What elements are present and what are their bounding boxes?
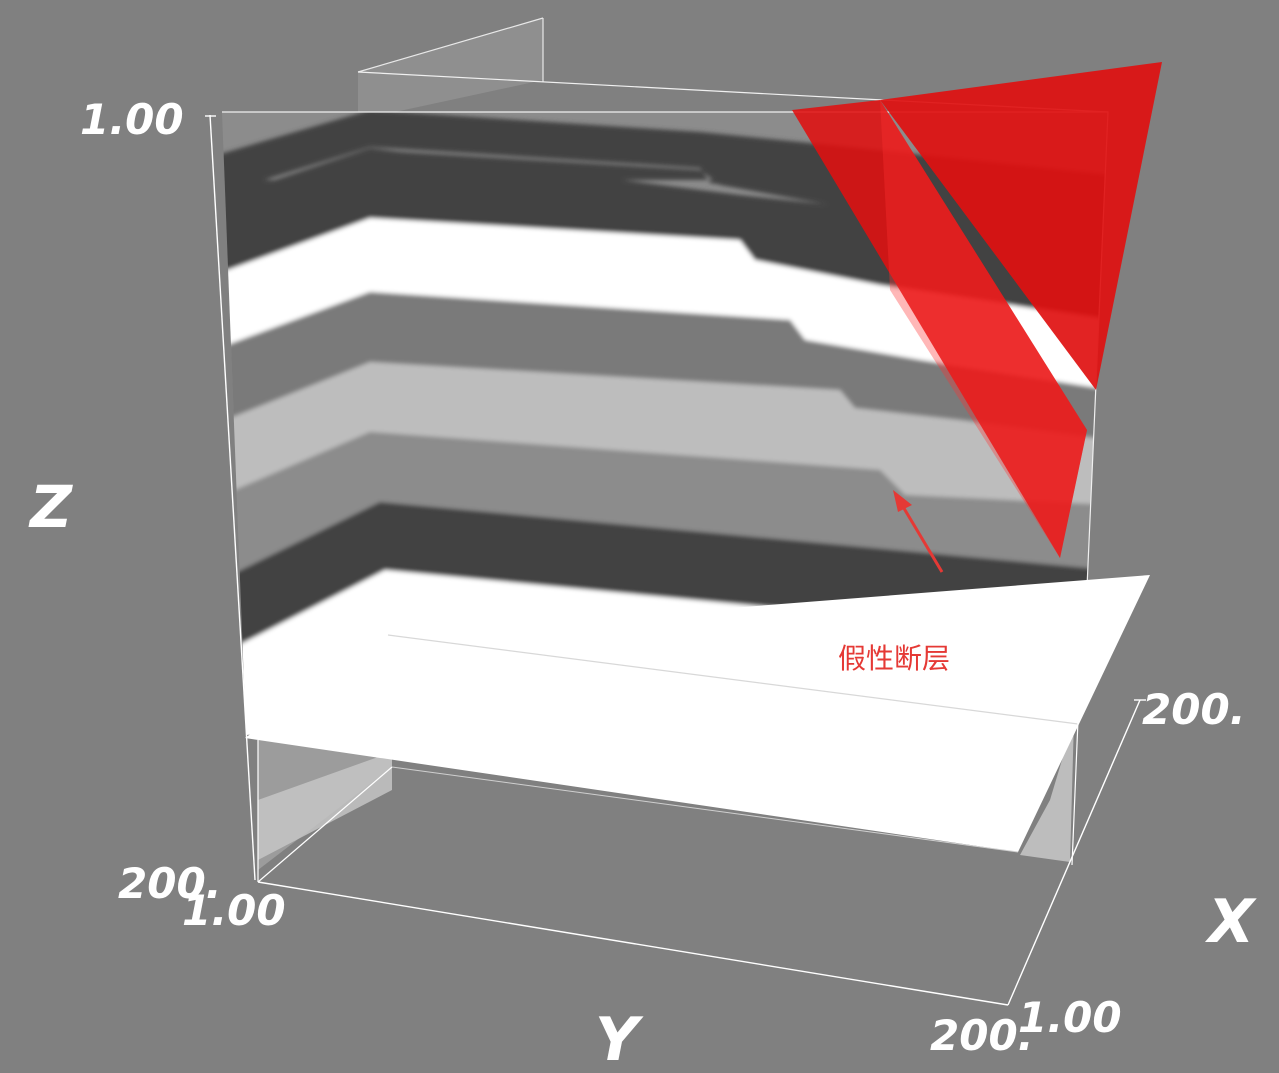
- y-axis-title: Y: [595, 1005, 644, 1073]
- horizontal-slice-inner-edge: [391, 766, 1019, 853]
- back-slice-plane: [358, 18, 543, 120]
- stratum-gray-1: [222, 432, 1108, 590]
- front-slice-lower-right: [1020, 720, 1074, 862]
- x-axis-max-label: 200.: [1142, 685, 1246, 734]
- stratum-white-1: [222, 218, 1108, 390]
- x-axis-min-label: 1.00: [1018, 993, 1122, 1042]
- horizontal-slice-plane: [245, 575, 1150, 852]
- stratum-light-1: [222, 362, 1108, 505]
- x-axis-corner-label: 200.: [118, 859, 222, 908]
- z-axis-max-label: 1.00: [80, 95, 184, 144]
- y-axis-min-label: 1.00: [182, 886, 286, 935]
- stratum-dark-1b: [222, 148, 1108, 320]
- annotation-arrow-head: [893, 490, 912, 512]
- fault-annotation-label: 假性断层: [838, 642, 950, 675]
- z-axis-line: [209, 114, 256, 881]
- annotation-arrow-line: [900, 504, 944, 573]
- box-edge-right: [1071, 719, 1079, 866]
- back-slice-edge: [357, 17, 544, 73]
- x-axis-line: [1007, 699, 1141, 1006]
- fault-plane-front: [792, 100, 1087, 558]
- stratum-mid-1: [222, 292, 1108, 440]
- x-axis-title: X: [1204, 887, 1257, 957]
- x-slice-lower-band: [258, 752, 392, 860]
- z-axis-title: Z: [28, 473, 73, 541]
- stratum-dark-1: [222, 112, 1108, 248]
- fault-plane-highlight: [880, 100, 1087, 558]
- horizontal-slice-inner-edge: [387, 634, 1079, 725]
- fault-plane-back: [880, 62, 1162, 390]
- box-edge-bottom: [257, 766, 393, 883]
- y-axis-max-label: 200.: [930, 1011, 1034, 1060]
- stratum-dark-2: [222, 502, 1108, 665]
- y-axis-line: [257, 881, 1009, 1006]
